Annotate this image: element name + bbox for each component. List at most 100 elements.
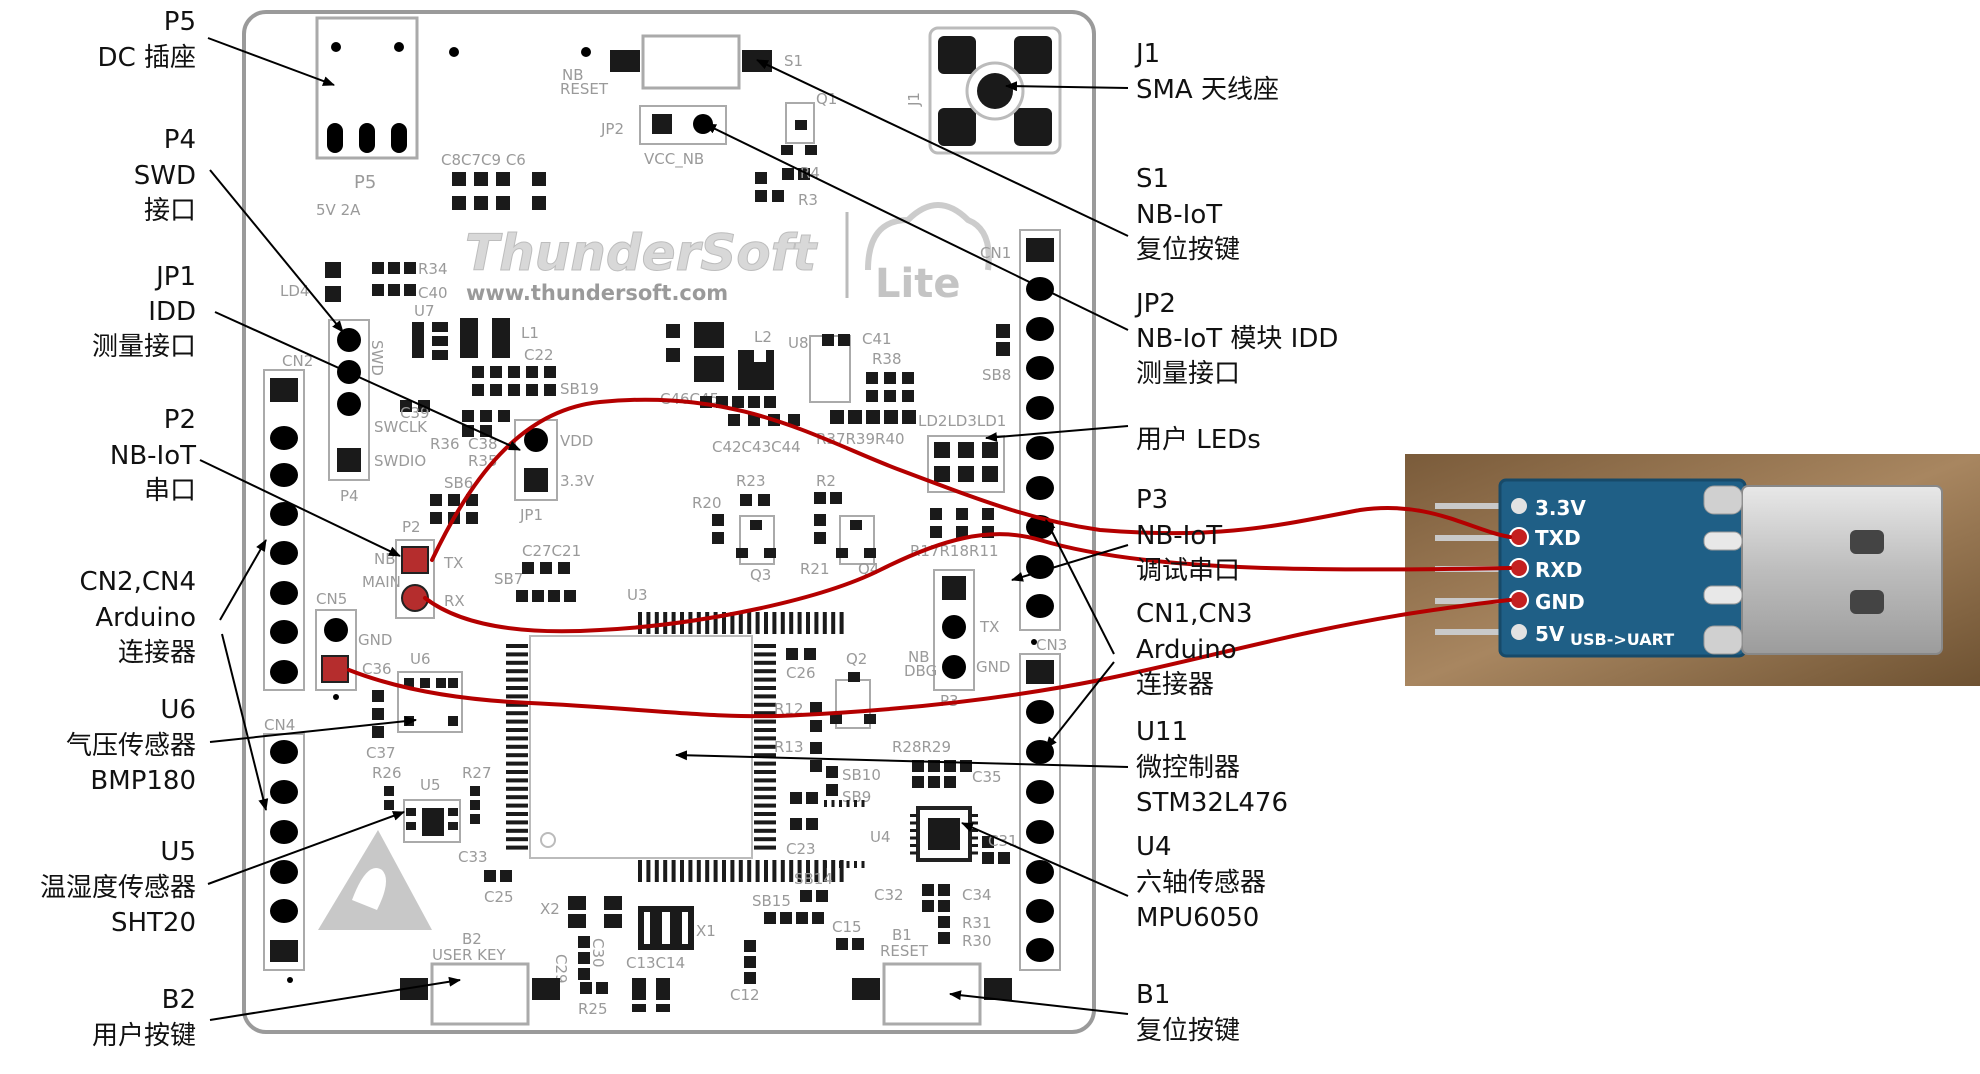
svg-text:C38: C38 (468, 435, 498, 453)
mcu-pin (506, 711, 528, 716)
imu-pin (971, 836, 978, 840)
esd-warning-logo (318, 830, 432, 930)
svg-text:复位按键: 复位按键 (1136, 1016, 1240, 1046)
svg-text:C36: C36 (362, 660, 392, 678)
svg-text:L1: L1 (521, 324, 539, 342)
arduino-header-cn4: CN4 (263, 716, 305, 983)
usb-plug (1741, 485, 1943, 655)
mcu-pin (506, 837, 528, 842)
mcu-pin (780, 612, 785, 634)
mcu-pin (806, 612, 810, 634)
svg-text:IDD: IDD (148, 297, 196, 327)
mcu-pin (506, 686, 528, 690)
mcu-pin (722, 612, 726, 634)
svg-text:C39: C39 (400, 404, 430, 422)
mcu-pin (747, 612, 752, 634)
mcu-pin (754, 812, 776, 816)
mcu-pin (797, 612, 802, 634)
mcu-pin (506, 803, 528, 808)
mcu-pin (754, 702, 776, 707)
callouts-right: J1 SMA 天线座 S1 NB-IoT 复位按键 JP2 NB-IoT 模块 … (1134, 39, 1338, 1046)
mcu-pin (772, 860, 777, 882)
microcontroller-u3: U3 (506, 586, 844, 882)
mcu-pin (747, 860, 752, 882)
imu-u4: R28R29 C35 U4 C31 C32 C34 R31 R30 (824, 738, 1018, 950)
svg-text:R38: R38 (872, 350, 902, 368)
mcu-pin (764, 860, 768, 882)
wire-tx (430, 397, 1512, 562)
svg-text:测量接口: 测量接口 (92, 332, 196, 362)
imu-pin (839, 861, 842, 868)
svg-text:C34: C34 (962, 886, 992, 904)
callout-u5: U5 温湿度传感器 SHT20 (40, 837, 196, 938)
callout-p2: P2 NB-IoT 串口 (110, 405, 196, 506)
component-cluster-q2: C26 Q2 R12 R13 SB10 SB9 C23 (774, 648, 881, 858)
svg-text:B1: B1 (892, 926, 912, 944)
svg-text:C23: C23 (786, 840, 816, 858)
usb-pin-5v: 5V (1535, 622, 1565, 646)
svg-text:SB15: SB15 (752, 892, 791, 910)
svg-text:USER KEY: USER KEY (432, 946, 506, 964)
imu-pin (831, 861, 835, 868)
mcu-pin (754, 736, 776, 741)
imu-pin (854, 861, 857, 868)
svg-text:JP1: JP1 (154, 262, 196, 292)
callouts-left: P5 DC 插座 P4 SWD 接口 JP1 IDD 测量接口 P2 NB-Io… (40, 7, 196, 1051)
nb-reset-switch-s1: NB RESET S1 Q1 (560, 34, 837, 155)
mcu-pin (506, 644, 528, 648)
swd-header-p4: SWD SWCLK SWDIO P4 (328, 319, 428, 505)
mcu-pin (638, 860, 642, 882)
svg-text:C37: C37 (366, 744, 396, 762)
mcu-pin (696, 860, 701, 882)
svg-text:Arduino: Arduino (1136, 635, 1237, 665)
svg-text:U5: U5 (160, 837, 196, 867)
mcu-pin (754, 753, 776, 758)
svg-text:DBG: DBG (904, 662, 937, 680)
svg-text:NB: NB (562, 66, 584, 84)
imu-pin (910, 814, 917, 817)
svg-text:C27C21: C27C21 (522, 542, 581, 560)
mcu-pin (754, 677, 776, 682)
svg-text:R21: R21 (800, 560, 830, 578)
svg-text:C35: C35 (972, 768, 1002, 786)
svg-text:U6: U6 (160, 695, 196, 725)
reset-button-b1: B1 RESET (852, 926, 1012, 1026)
pressure-sensor-u6: C36 U6 C37 (362, 650, 463, 762)
svg-text:R27: R27 (462, 764, 492, 782)
mcu-pin (646, 860, 651, 882)
mcu-pin (754, 644, 776, 648)
svg-text:Lite: Lite (875, 261, 960, 307)
mcu-pin (738, 612, 743, 634)
svg-text:C13C14: C13C14 (626, 954, 685, 972)
svg-text:C22: C22 (524, 346, 554, 364)
mcu-pin (506, 820, 528, 825)
svg-text:NB-IoT 模块 IDD: NB-IoT 模块 IDD (1136, 324, 1338, 354)
mcu-pin (822, 612, 827, 634)
sma-connector-j1: J1 (905, 26, 1062, 155)
imu-pin (861, 861, 865, 868)
svg-text:U11: U11 (1136, 717, 1188, 747)
user-key-b2: B2 USER KEY (400, 930, 560, 1026)
mcu-pin (831, 612, 836, 634)
svg-text:NB-IoT: NB-IoT (1136, 521, 1222, 551)
mcu-pin (754, 744, 776, 749)
mcu-pin (754, 711, 776, 716)
mcu-pin (506, 719, 528, 724)
mcu-pin (506, 761, 528, 766)
svg-text:U6: U6 (410, 650, 431, 668)
usb-pin-3v3: 3.3V (1535, 496, 1586, 520)
svg-text:RESET: RESET (880, 942, 929, 960)
usb-module-label: USB->UART (1570, 630, 1674, 649)
mcu-pin (797, 860, 802, 882)
svg-text:MPU6050: MPU6050 (1136, 903, 1259, 933)
svg-text:MAIN: MAIN (362, 573, 401, 591)
svg-text:B1: B1 (1136, 980, 1170, 1010)
svg-text:P4: P4 (340, 487, 359, 505)
svg-text:Q2: Q2 (846, 650, 867, 668)
svg-text:C32: C32 (874, 886, 904, 904)
svg-text:P2: P2 (164, 405, 196, 435)
svg-text:温湿度传感器: 温湿度传感器 (40, 873, 196, 903)
mcu-pin (754, 820, 776, 825)
svg-text:C42C43C44: C42C43C44 (712, 438, 801, 456)
